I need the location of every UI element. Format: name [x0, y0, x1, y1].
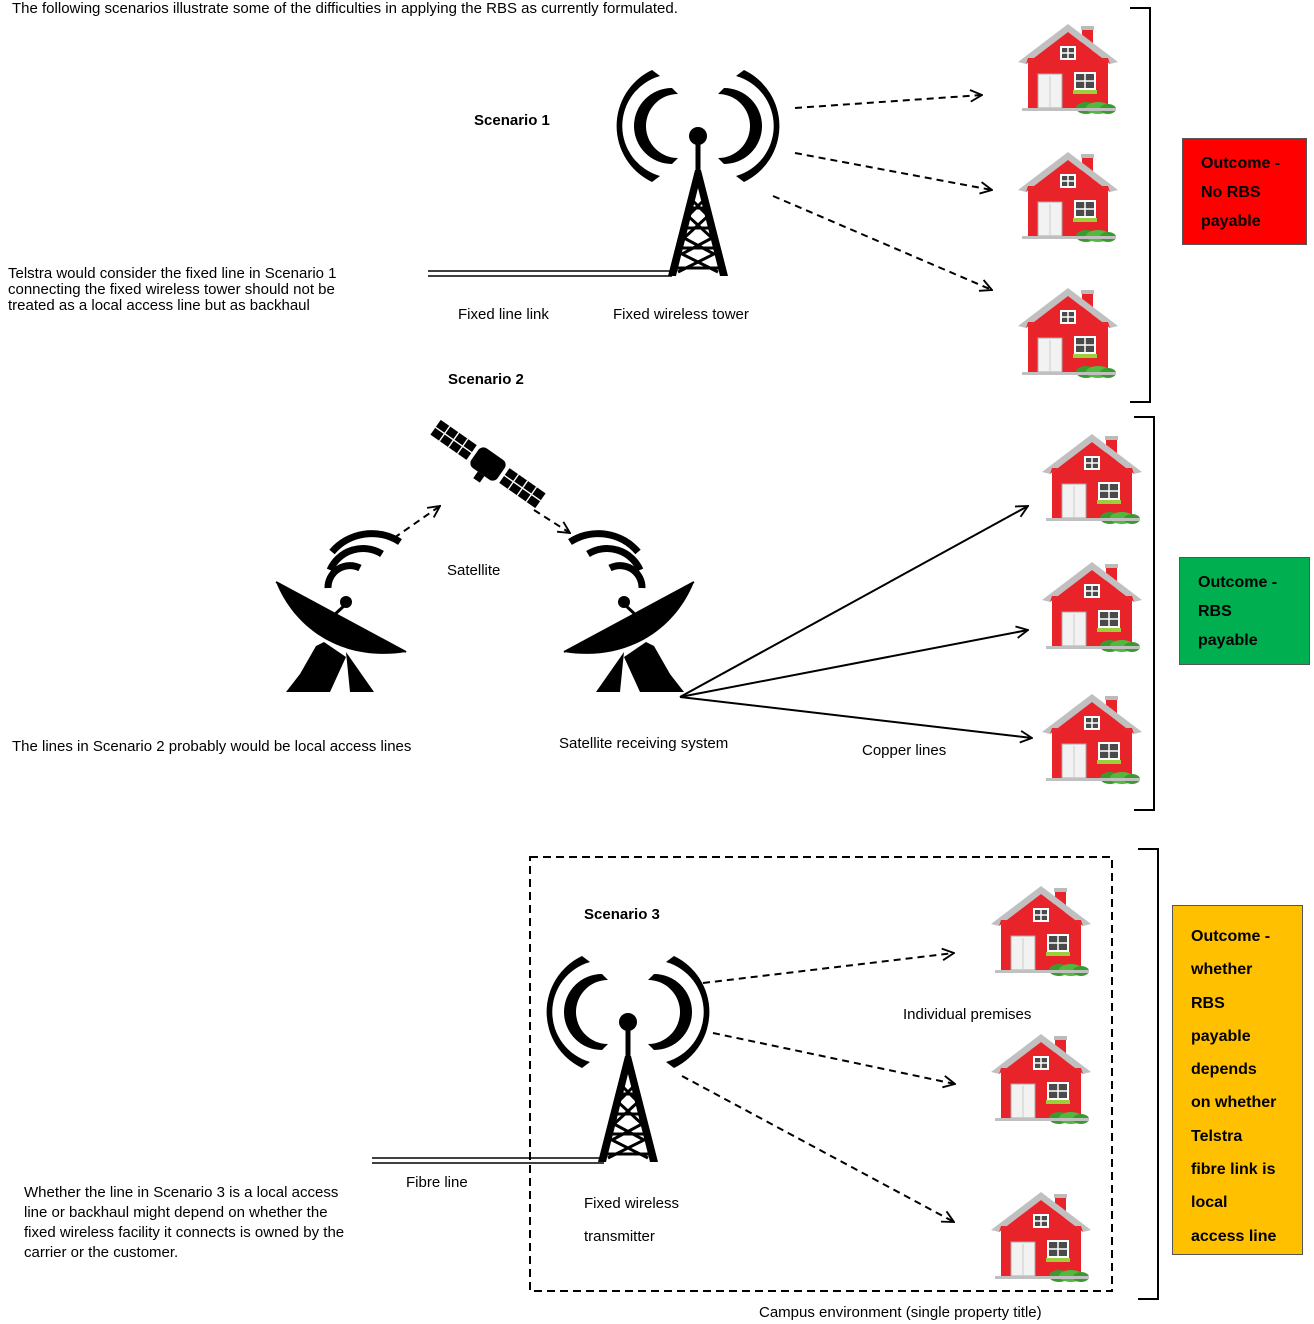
- house-icon: [1017, 287, 1119, 379]
- scenario3-fibre-line: [372, 1157, 604, 1164]
- scenario1-title: Scenario 1: [474, 112, 550, 129]
- campus-label: Campus environment (single property titl…: [759, 1304, 1042, 1321]
- tower-icon: [545, 954, 711, 1164]
- house-icon: [990, 1191, 1092, 1283]
- fibre-label: Fibre line: [406, 1174, 468, 1191]
- campus-boundary: [529, 856, 1113, 1292]
- house-icon: [1041, 433, 1143, 525]
- dish-icon: [276, 534, 406, 692]
- outcome-line: Outcome -: [1198, 574, 1278, 591]
- scenario2-title: Scenario 2: [448, 371, 524, 388]
- scenario2-satellite-arrows: [393, 506, 570, 539]
- outcome-line: RBS: [1191, 994, 1225, 1012]
- outcome-line: payable: [1201, 213, 1261, 230]
- tower-label: Fixed wireless tower: [613, 306, 749, 323]
- outcome-line: on whether: [1191, 1094, 1277, 1112]
- copper-label: Copper lines: [862, 742, 947, 759]
- outcome-line: No RBS: [1201, 184, 1261, 201]
- outcome-line: Outcome -: [1191, 928, 1271, 945]
- scenario1-note: Telstra would consider the fixed line in…: [8, 265, 337, 314]
- intro-text: The following scenarios illustrate some …: [12, 0, 678, 17]
- outcome-line: Outcome -: [1201, 155, 1281, 172]
- satellite-label: Satellite: [447, 562, 501, 579]
- house-icon: [1017, 151, 1119, 243]
- scenario3-bracket: [1138, 848, 1159, 1300]
- outcome-line: fibre link is: [1191, 1161, 1276, 1179]
- tower-icon: [615, 68, 781, 278]
- scenario3-arrows: [681, 953, 955, 1222]
- premises-label: Individual premises: [903, 1006, 1032, 1023]
- outcome-line: whether: [1191, 961, 1253, 979]
- outcome-box-scenario1: Outcome - No RBS payable: [1182, 138, 1307, 245]
- house-icon: [1041, 561, 1143, 653]
- outcome-line: local: [1191, 1194, 1228, 1212]
- house-icon: [1041, 693, 1143, 785]
- outcome-box-scenario2: Outcome - RBS payable: [1179, 557, 1310, 665]
- scenario1-bracket: [1130, 7, 1151, 403]
- outcome-line: depends: [1191, 1061, 1257, 1079]
- satellite-icon: [423, 416, 549, 518]
- transmitter-label-2: transmitter: [584, 1228, 655, 1245]
- receiver-label: Satellite receiving system: [559, 735, 729, 752]
- scenario2-bracket: [1134, 416, 1155, 811]
- outcome-line: payable: [1198, 632, 1258, 649]
- outcome-line: payable: [1191, 1027, 1251, 1045]
- outcome-line: access line: [1191, 1227, 1277, 1245]
- scenario1-fixed-line: [428, 270, 672, 277]
- scenario2-copper-lines: [679, 506, 1032, 738]
- scenario1-arrows: [772, 95, 992, 290]
- outcome-line: RBS: [1198, 603, 1232, 620]
- outcome-line: Telstra: [1191, 1127, 1243, 1145]
- fixed-line-label: Fixed line link: [458, 306, 549, 323]
- transmitter-label-1: Fixed wireless: [584, 1195, 680, 1212]
- scenario3-note: Whether the line in Scenario 3 is a loca…: [24, 1184, 345, 1261]
- dish-icon: [564, 534, 694, 692]
- house-icon: [990, 1033, 1092, 1125]
- house-icon: [990, 885, 1092, 977]
- scenario2-note: The lines in Scenario 2 probably would b…: [12, 738, 412, 755]
- scenario3-title: Scenario 3: [584, 906, 660, 923]
- house-icon: [1017, 23, 1119, 115]
- outcome-box-scenario3: Outcome - whether RBS payable depends on…: [1172, 905, 1303, 1255]
